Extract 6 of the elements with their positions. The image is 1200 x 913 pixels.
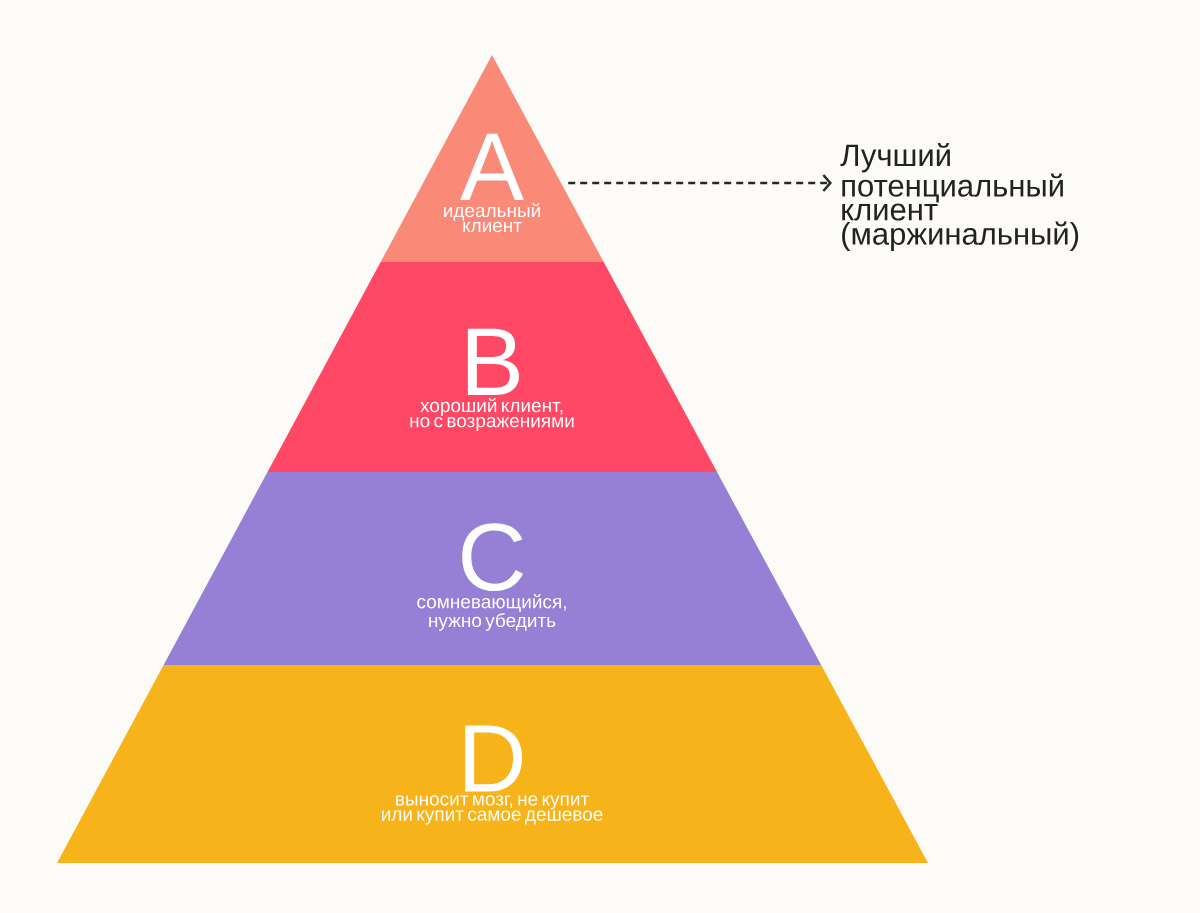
dashed-arrow [568,174,832,192]
pyramid-band: C сомневающийся, нужно убедить [163,472,822,665]
pyramid-band: D выносит мозг, не купит или купит самое дешевое [57,665,928,863]
pyramid-band: B хороший клиент, но с возражениями [267,262,717,472]
callout-text: Лучший потенциальный клиент (маржинальный) [840,143,1079,251]
pyramid-band: A идеальный клиент [380,55,604,262]
